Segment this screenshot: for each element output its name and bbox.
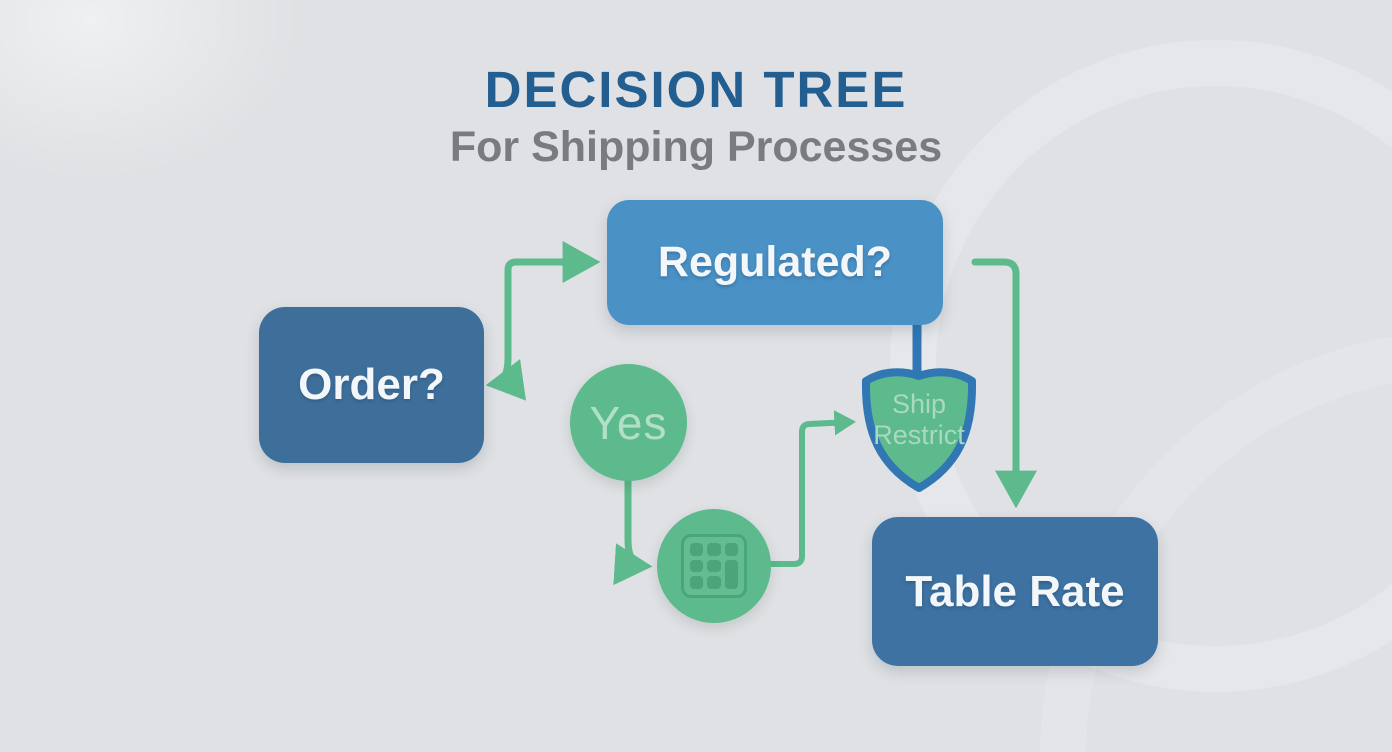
- node-order-label: Order?: [298, 360, 445, 409]
- grid-cell: [690, 543, 704, 556]
- ship-restrict-line1: Ship: [891, 389, 947, 419]
- grid-cell: [707, 559, 721, 573]
- grid-cell: [690, 576, 704, 589]
- shield-icon: [861, 368, 977, 492]
- node-table-rate-label: Table Rate: [905, 566, 1125, 616]
- grid-cell: [707, 543, 721, 556]
- table-grid-icon: [681, 534, 747, 598]
- node-regulated: Regulated?: [607, 200, 943, 325]
- edge-regulated-to-order-arrowhead: [485, 296, 527, 401]
- page-title: DECISION TREE: [484, 61, 908, 118]
- grid-cell: [690, 559, 704, 573]
- edge-order-to-regulated: [504, 241, 601, 356]
- ship-restrict-line2: Restrict: [873, 420, 965, 450]
- grid-cell-tall: [724, 559, 738, 589]
- node-regulated-label: Regulated?: [657, 238, 893, 286]
- edge-regulated-to-table-rate: [971, 258, 1037, 509]
- grid-cell: [724, 543, 738, 556]
- page-subtitle: For Shipping Processes: [449, 123, 943, 171]
- node-table-rate: Table Rate: [872, 517, 1158, 666]
- node-yes: Yes: [570, 364, 687, 481]
- edge-yes-to-rate-grid: [613, 470, 653, 586]
- grid-cell: [707, 576, 721, 589]
- node-order: Order?: [259, 307, 484, 463]
- node-ship-restrict-label: Ship Restrict: [863, 389, 975, 451]
- node-yes-label: Yes: [589, 396, 668, 449]
- edge-rate-grid-to-shield: [761, 410, 856, 567]
- node-rate-grid: [657, 509, 771, 623]
